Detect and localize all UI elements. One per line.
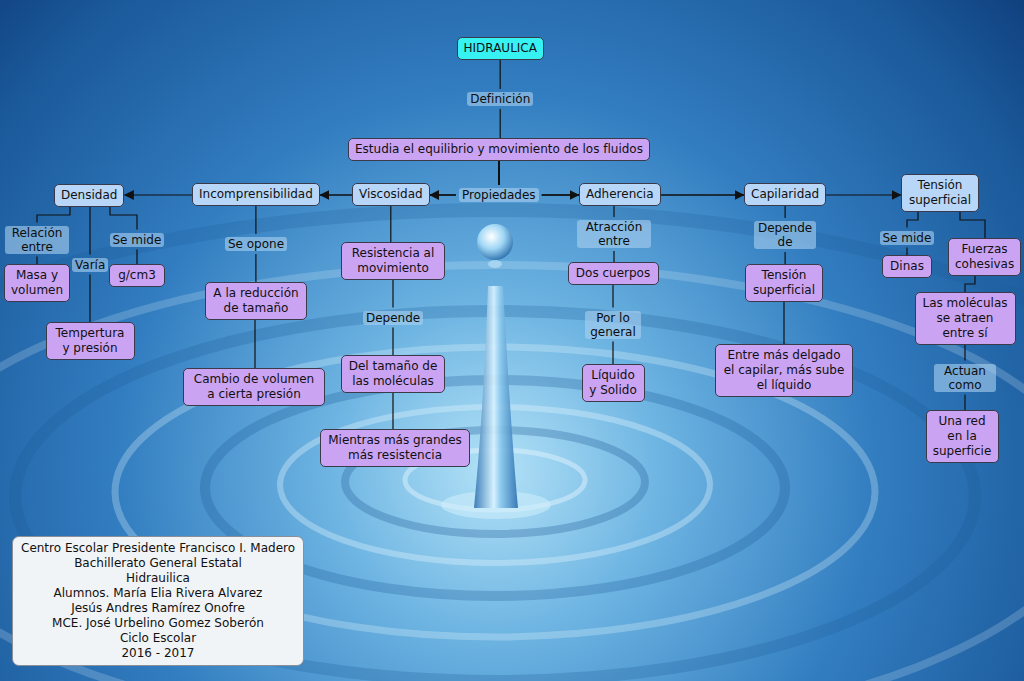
- node-text: MCE. José Urbelino Gomez Soberón: [21, 616, 295, 631]
- water-column: [474, 286, 518, 508]
- info-box: Centro Escolar Presidente Francisco I. M…: [12, 536, 304, 666]
- connector: [499, 161, 901, 195]
- node-text: Viscosidad: [359, 187, 423, 202]
- concept-box: Líquido y Solido: [582, 364, 645, 402]
- connector: [960, 212, 985, 238]
- node-text: Del tamaño de las moléculas: [348, 359, 438, 389]
- concept-box: Dinas: [882, 255, 932, 278]
- concept-box: Adherencia: [579, 183, 661, 206]
- node-text: A la reducción de tamaño: [212, 286, 300, 316]
- link-label: Se mide: [110, 233, 165, 247]
- link-label: Relación entre: [5, 226, 69, 254]
- water-drop: [477, 224, 513, 260]
- node-text: 2016 - 2017: [21, 646, 295, 661]
- concept-box: Capilaridad: [744, 183, 826, 206]
- concept-box: Masa y volumen: [4, 264, 70, 302]
- concept-box: HIDRAULICA: [457, 37, 544, 60]
- connector-group: [37, 60, 985, 429]
- link-label: Propiedades: [459, 188, 539, 202]
- concept-box: Tensión superficial: [745, 264, 823, 302]
- concept-box: Viscosidad: [352, 183, 430, 206]
- concept-box: Una red en la superficie: [926, 410, 999, 463]
- node-text: Entre más delgado el capilar, más sube e…: [722, 348, 846, 393]
- concept-box: Estudia el equilibrio y movimiento de lo…: [348, 138, 650, 161]
- node-text: Resistencia al movimiento: [348, 246, 438, 276]
- link-label: Por lo general: [585, 311, 641, 339]
- node-text: Capilaridad: [751, 187, 819, 202]
- node-text: Cambio de volumen a cierta presión: [190, 372, 318, 402]
- node-text: Adherencia: [586, 187, 654, 202]
- node-text: Una red en la superficie: [933, 414, 992, 459]
- concept-box: Densidad: [54, 184, 124, 207]
- concept-box: Fuerzas cohesivas: [948, 238, 1021, 276]
- node-text: Bachillerato General Estatal: [21, 556, 295, 571]
- link-label: Atracción entre: [577, 220, 651, 248]
- node-text: Jesús Andres Ramírez Onofre: [21, 601, 295, 616]
- node-text: Masa y volumen: [11, 268, 63, 298]
- connector: [783, 302, 784, 344]
- concept-box: Tempertura y presión: [46, 322, 135, 360]
- concept-box: Las moléculas se atraen entre sí: [915, 292, 1016, 345]
- node-text: Ciclo Escolar: [21, 631, 295, 646]
- concept-box: Dos cuerpos: [568, 262, 659, 285]
- concept-box: Tensión superficial: [901, 174, 979, 212]
- node-text: Centro Escolar Presidente Francisco I. M…: [21, 541, 295, 556]
- link-label: Depende: [363, 311, 423, 325]
- connector: [390, 206, 391, 242]
- drop-neck: [488, 260, 502, 268]
- concept-box: Mientras más grandes más resistencia: [320, 429, 470, 467]
- node-text: Tempertura y presión: [53, 326, 128, 356]
- concept-box: Del tamaño de las moléculas: [341, 355, 445, 393]
- connector: [254, 320, 255, 368]
- connector: [965, 276, 975, 292]
- node-text: Tensión superficial: [752, 268, 816, 298]
- concept-box: g/cm3: [109, 264, 165, 287]
- node-text: Mientras más grandes más resistencia: [327, 433, 463, 463]
- node-text: Hidrauilica: [21, 571, 295, 586]
- node-text: Alumnos. María Elia Rivera Alvarez: [21, 586, 295, 601]
- link-label: Definición: [467, 92, 533, 106]
- node-text: Estudia el equilibrio y movimiento de lo…: [355, 142, 643, 157]
- concept-box: Cambio de volumen a cierta presión: [183, 368, 325, 406]
- node-text: Incomprensibilidad: [199, 187, 313, 202]
- link-label: Depende de: [754, 221, 816, 249]
- link-label: Se opone: [225, 237, 287, 251]
- node-text: g/cm3: [116, 268, 158, 283]
- node-text: Dinas: [889, 259, 925, 274]
- node-text: Las moléculas se atraen entre sí: [922, 296, 1009, 341]
- node-text: Líquido y Solido: [589, 368, 638, 398]
- connector: [392, 393, 393, 429]
- link-label: Actuan como: [934, 364, 996, 392]
- node-text: Fuerzas cohesivas: [955, 242, 1014, 272]
- node-text: Densidad: [61, 188, 117, 203]
- ripples: [0, 210, 1024, 681]
- node-text: Dos cuerpos: [575, 266, 652, 281]
- concept-box: Resistencia al movimiento: [341, 242, 445, 280]
- node-text: Tensión superficial: [908, 178, 972, 208]
- node-text: HIDRAULICA: [464, 41, 537, 56]
- concept-box: A la reducción de tamaño: [205, 282, 307, 320]
- link-label: Varía: [72, 258, 108, 272]
- link-label: Se mide: [880, 231, 935, 245]
- concept-box: Entre más delgado el capilar, más sube e…: [715, 344, 853, 397]
- concept-box: Incomprensibilidad: [192, 183, 320, 206]
